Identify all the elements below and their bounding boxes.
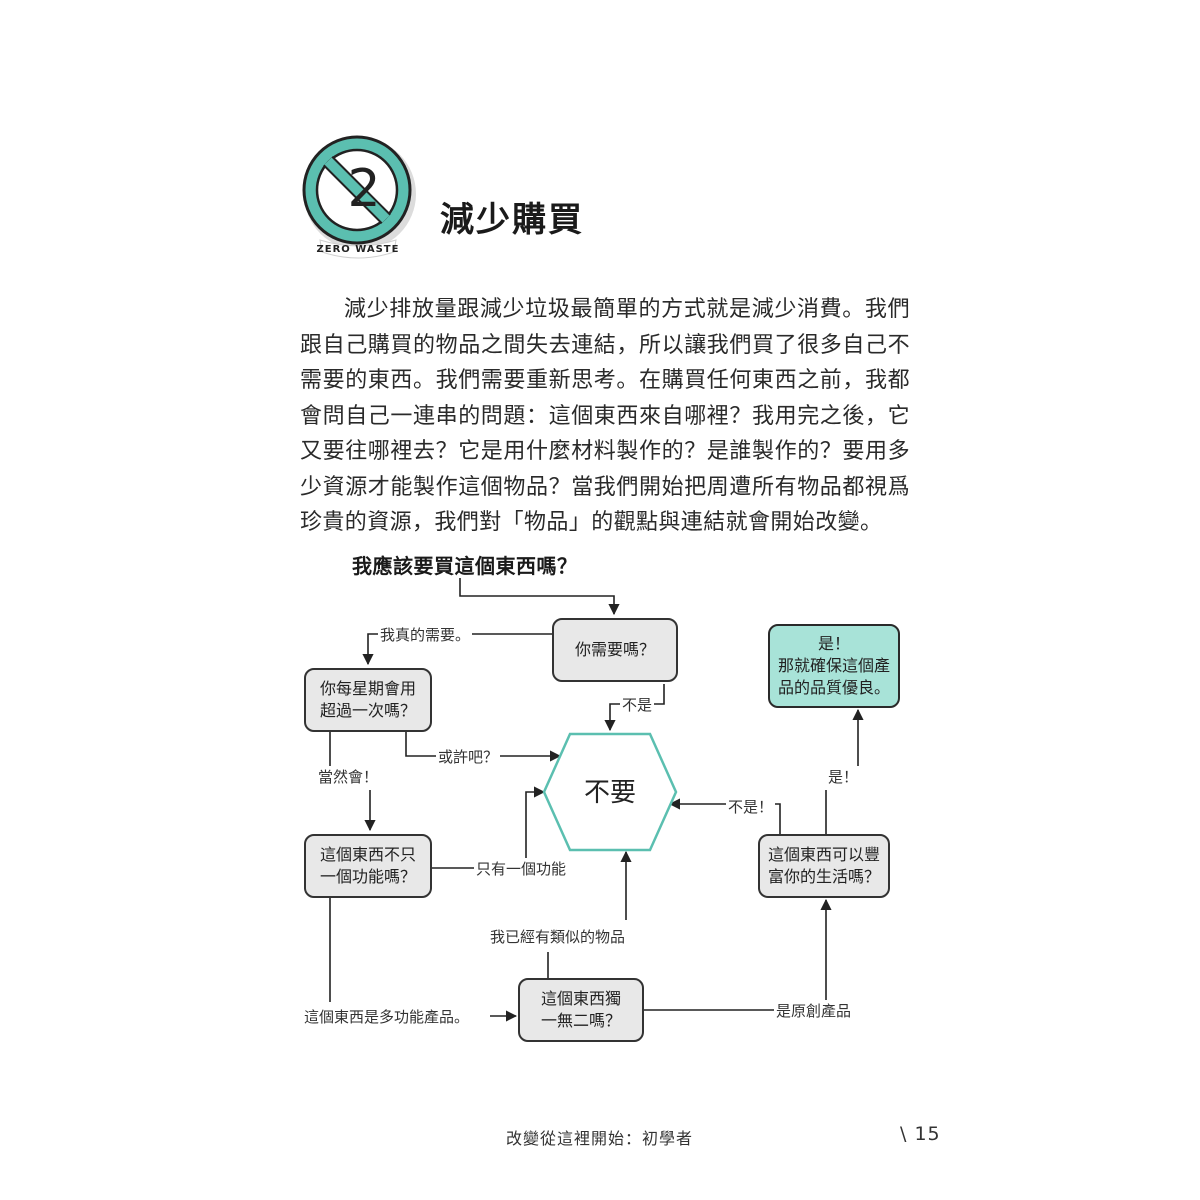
label-yes-enrich: 是！ (826, 766, 861, 787)
label-one-function: 只有一個功能 (474, 858, 569, 879)
label-maybe: 或許吧？ (436, 746, 501, 767)
badge-text: ZERO WASTE (317, 244, 400, 255)
unique-node: 這個東西獨 一無二嗎？ (518, 978, 644, 1042)
label-not-need: 不是 (620, 694, 655, 715)
label-have-similar: 我已經有類似的物品 (488, 926, 628, 947)
connector-unique-enrich (644, 898, 832, 1011)
weekly-use-node: 你每星期會用 超過一次嗎？ (304, 668, 432, 732)
zero-waste-badge-icon: 2 ZERO WASTE (302, 135, 416, 259)
label-really-need: 我真的需要。 (378, 624, 473, 645)
flowchart-title: 我應該要買這個東西嗎？ (352, 554, 578, 578)
quality-node: 是！ 那就確保這個產 品的品質優良。 (768, 624, 900, 708)
footer-book-title: 改變從這裡開始：初學者 (506, 1129, 694, 1148)
page-number: \ 15 (900, 1123, 941, 1145)
label-of-course: 當然會！ (316, 766, 381, 787)
label-original: 是原創產品 (774, 1000, 854, 1021)
connector-weekly-no (405, 732, 562, 762)
need-node: 你需要嗎？ (552, 618, 678, 682)
no-hexagon (542, 732, 678, 852)
label-multifunction: 這個東西是多功能產品。 (302, 1006, 472, 1027)
connector-title-need (459, 578, 620, 616)
connector-enrich-no (668, 798, 781, 834)
no-node: 不要 (583, 778, 636, 808)
chapter-number: 2 (347, 159, 380, 219)
chapter-title: 減少購買 (440, 200, 584, 240)
connector-multi-no (432, 786, 546, 869)
connector-need-weekly (362, 633, 552, 666)
label-not-enrich: 不是！ (726, 796, 776, 817)
enrich-life-node: 這個東西可以豐 富你的生活嗎？ (758, 834, 890, 898)
body-paragraph: 減少排放量跟減少垃圾最簡單的方式就是減少消費。我們跟自己購買的物品之間失去連結，… (300, 297, 910, 535)
multifunction-node: 這個東西不只 一個功能嗎？ (304, 834, 432, 898)
